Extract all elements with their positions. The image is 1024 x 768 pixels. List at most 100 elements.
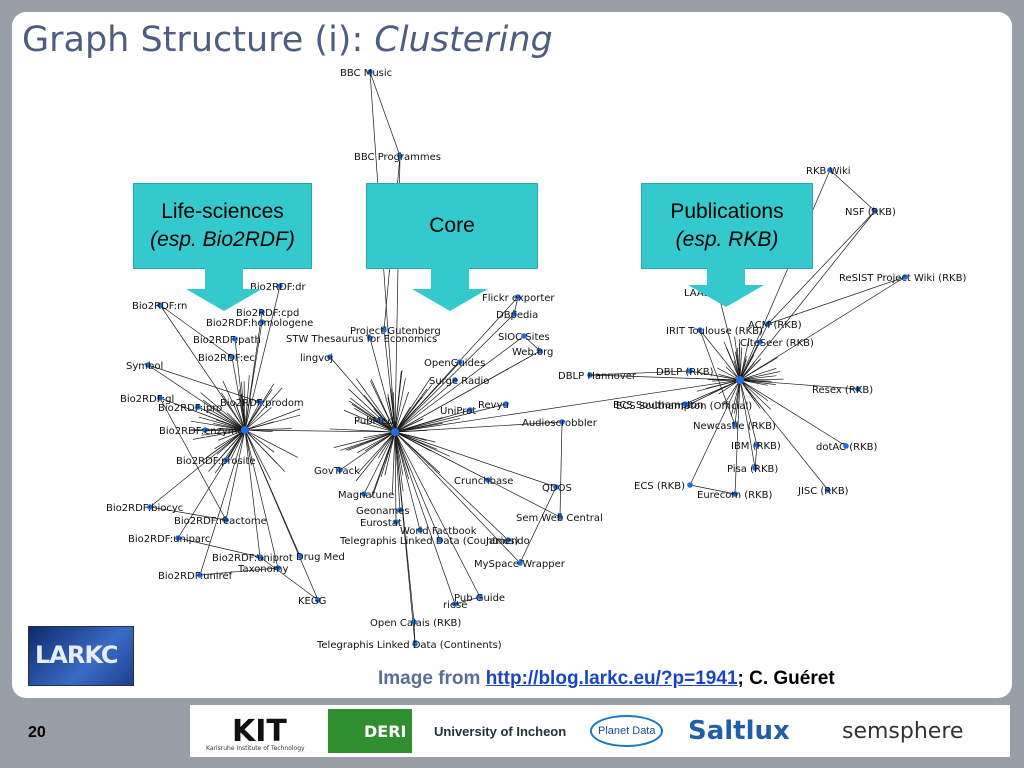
graph-edge — [394, 431, 432, 452]
graph-edge — [244, 429, 301, 557]
graph-edge — [393, 378, 406, 433]
graph-node-label: NSF (RKB) — [845, 207, 896, 218]
graph-node-label: Resex (RKB) — [812, 385, 873, 396]
graph-node-label: Sem Web Central — [516, 513, 603, 524]
graph-edge — [235, 401, 246, 431]
graph-node-label: Web.org — [512, 347, 553, 358]
graph-edge — [394, 431, 509, 541]
graph-edge — [218, 429, 246, 441]
graph-edge — [199, 566, 279, 576]
graph-edge — [739, 354, 755, 381]
graph-edge — [738, 379, 758, 446]
graph-edge — [199, 429, 246, 576]
graph-edge — [734, 379, 742, 426]
graph-node — [511, 311, 517, 317]
graph-hub-node — [736, 376, 744, 384]
semsphere-logo-text: semsphere — [842, 718, 964, 744]
graph-node-label: KEGG — [298, 596, 326, 607]
slide-title-italic: Clustering — [374, 20, 553, 60]
graph-node-label: Pub Guide — [454, 593, 505, 604]
graph-node-label: SIOC Sites — [498, 332, 550, 343]
graph-node-label: Bio2RDF:uniprot — [212, 553, 293, 564]
graph-node — [452, 377, 458, 383]
graph-node — [503, 401, 509, 407]
graph-node — [843, 443, 849, 449]
graph-edge — [557, 421, 563, 518]
graph-node — [754, 442, 760, 448]
slide-panel — [12, 12, 1012, 698]
graph-node — [682, 401, 688, 407]
graph-hub-node — [241, 426, 249, 434]
graph-edge — [159, 304, 233, 358]
graph-node-label: STW Thesaurus for Economics — [286, 334, 437, 345]
graph-node-label: Audioscrobbler — [522, 418, 598, 429]
graph-edge — [739, 378, 770, 383]
graph-edge — [244, 429, 298, 458]
graph-edge — [394, 431, 451, 457]
graph-edge — [231, 356, 247, 431]
graph-node-label: Newcastle (RKB) — [693, 421, 776, 432]
graph-edge — [244, 383, 275, 431]
graph-node — [697, 327, 703, 333]
graph-node-label: Bio2RDF:ec — [198, 353, 255, 364]
graph-node-label: Bio2RDF:path — [193, 335, 261, 346]
graph-edge — [244, 427, 292, 432]
graph-node-label: Eurecom (RKB) — [697, 490, 773, 501]
callout-publications-stem — [707, 268, 745, 286]
graph-node — [147, 504, 153, 510]
graph-node — [757, 339, 763, 345]
caption-link[interactable]: http://blog.larkc.eu/?p=1941 — [485, 668, 738, 689]
graph-edge — [394, 431, 481, 598]
graph-node — [517, 560, 523, 566]
graph-edge — [351, 403, 396, 433]
graph-node-label: Drug Med — [296, 552, 345, 563]
graph-node-label: Geonames — [356, 506, 410, 517]
saltlux-logo: Saltlux — [688, 705, 790, 757]
graph-edge — [147, 364, 246, 431]
graph-node-label: Bio2RDF:homologene — [206, 318, 313, 329]
graph-edge — [387, 393, 397, 433]
graph-node — [477, 594, 483, 600]
graph-edge — [739, 366, 762, 381]
graph-edge — [394, 431, 410, 472]
graph-edge — [394, 431, 441, 541]
graph-node-label: Taxonomy — [237, 564, 289, 575]
graph-edge — [354, 407, 396, 433]
graph-edge — [206, 429, 246, 458]
graph-node-label: PubMed — [354, 416, 394, 427]
graph-edge — [519, 486, 557, 564]
graph-edge — [221, 392, 246, 431]
graph-edge — [198, 416, 246, 432]
slide-title-main: Graph Structure (i): — [22, 20, 375, 60]
kit-logo: KIT Karlsruhe Institute of Technology — [196, 705, 316, 757]
graph-edge — [244, 429, 278, 465]
graph-node — [537, 348, 543, 354]
larkc-logo-text: LARKC — [35, 641, 118, 669]
graph-node — [223, 517, 229, 523]
graph-edge — [699, 329, 741, 381]
graph-edge — [829, 169, 876, 212]
graph-node — [397, 507, 403, 513]
graph-edge — [394, 430, 427, 441]
deri-logo-text: DERI — [364, 721, 407, 741]
graph-edge — [347, 431, 396, 451]
graph-edge — [392, 431, 398, 523]
graph-node-label: Pisa (RKB) — [727, 464, 778, 475]
caption-suffix: ; C. Guéret — [737, 668, 835, 689]
graph-edge — [243, 429, 279, 569]
graph-edge — [363, 430, 396, 439]
graph-edge — [244, 429, 396, 435]
graph-edge — [393, 370, 403, 433]
graph-node — [337, 467, 343, 473]
graph-node-label: UniProt — [440, 406, 476, 417]
graph-node-label: GovTrack — [314, 466, 360, 477]
graph-node — [157, 302, 163, 308]
graph-node-label: Bio2RDF:enzyme — [159, 426, 244, 437]
graph-node-label: Bio2RDF:uniref — [158, 571, 233, 582]
graph-edge — [348, 388, 396, 433]
graph-edge — [205, 410, 246, 431]
graph-edge — [739, 378, 776, 386]
graph-edge — [238, 389, 247, 431]
